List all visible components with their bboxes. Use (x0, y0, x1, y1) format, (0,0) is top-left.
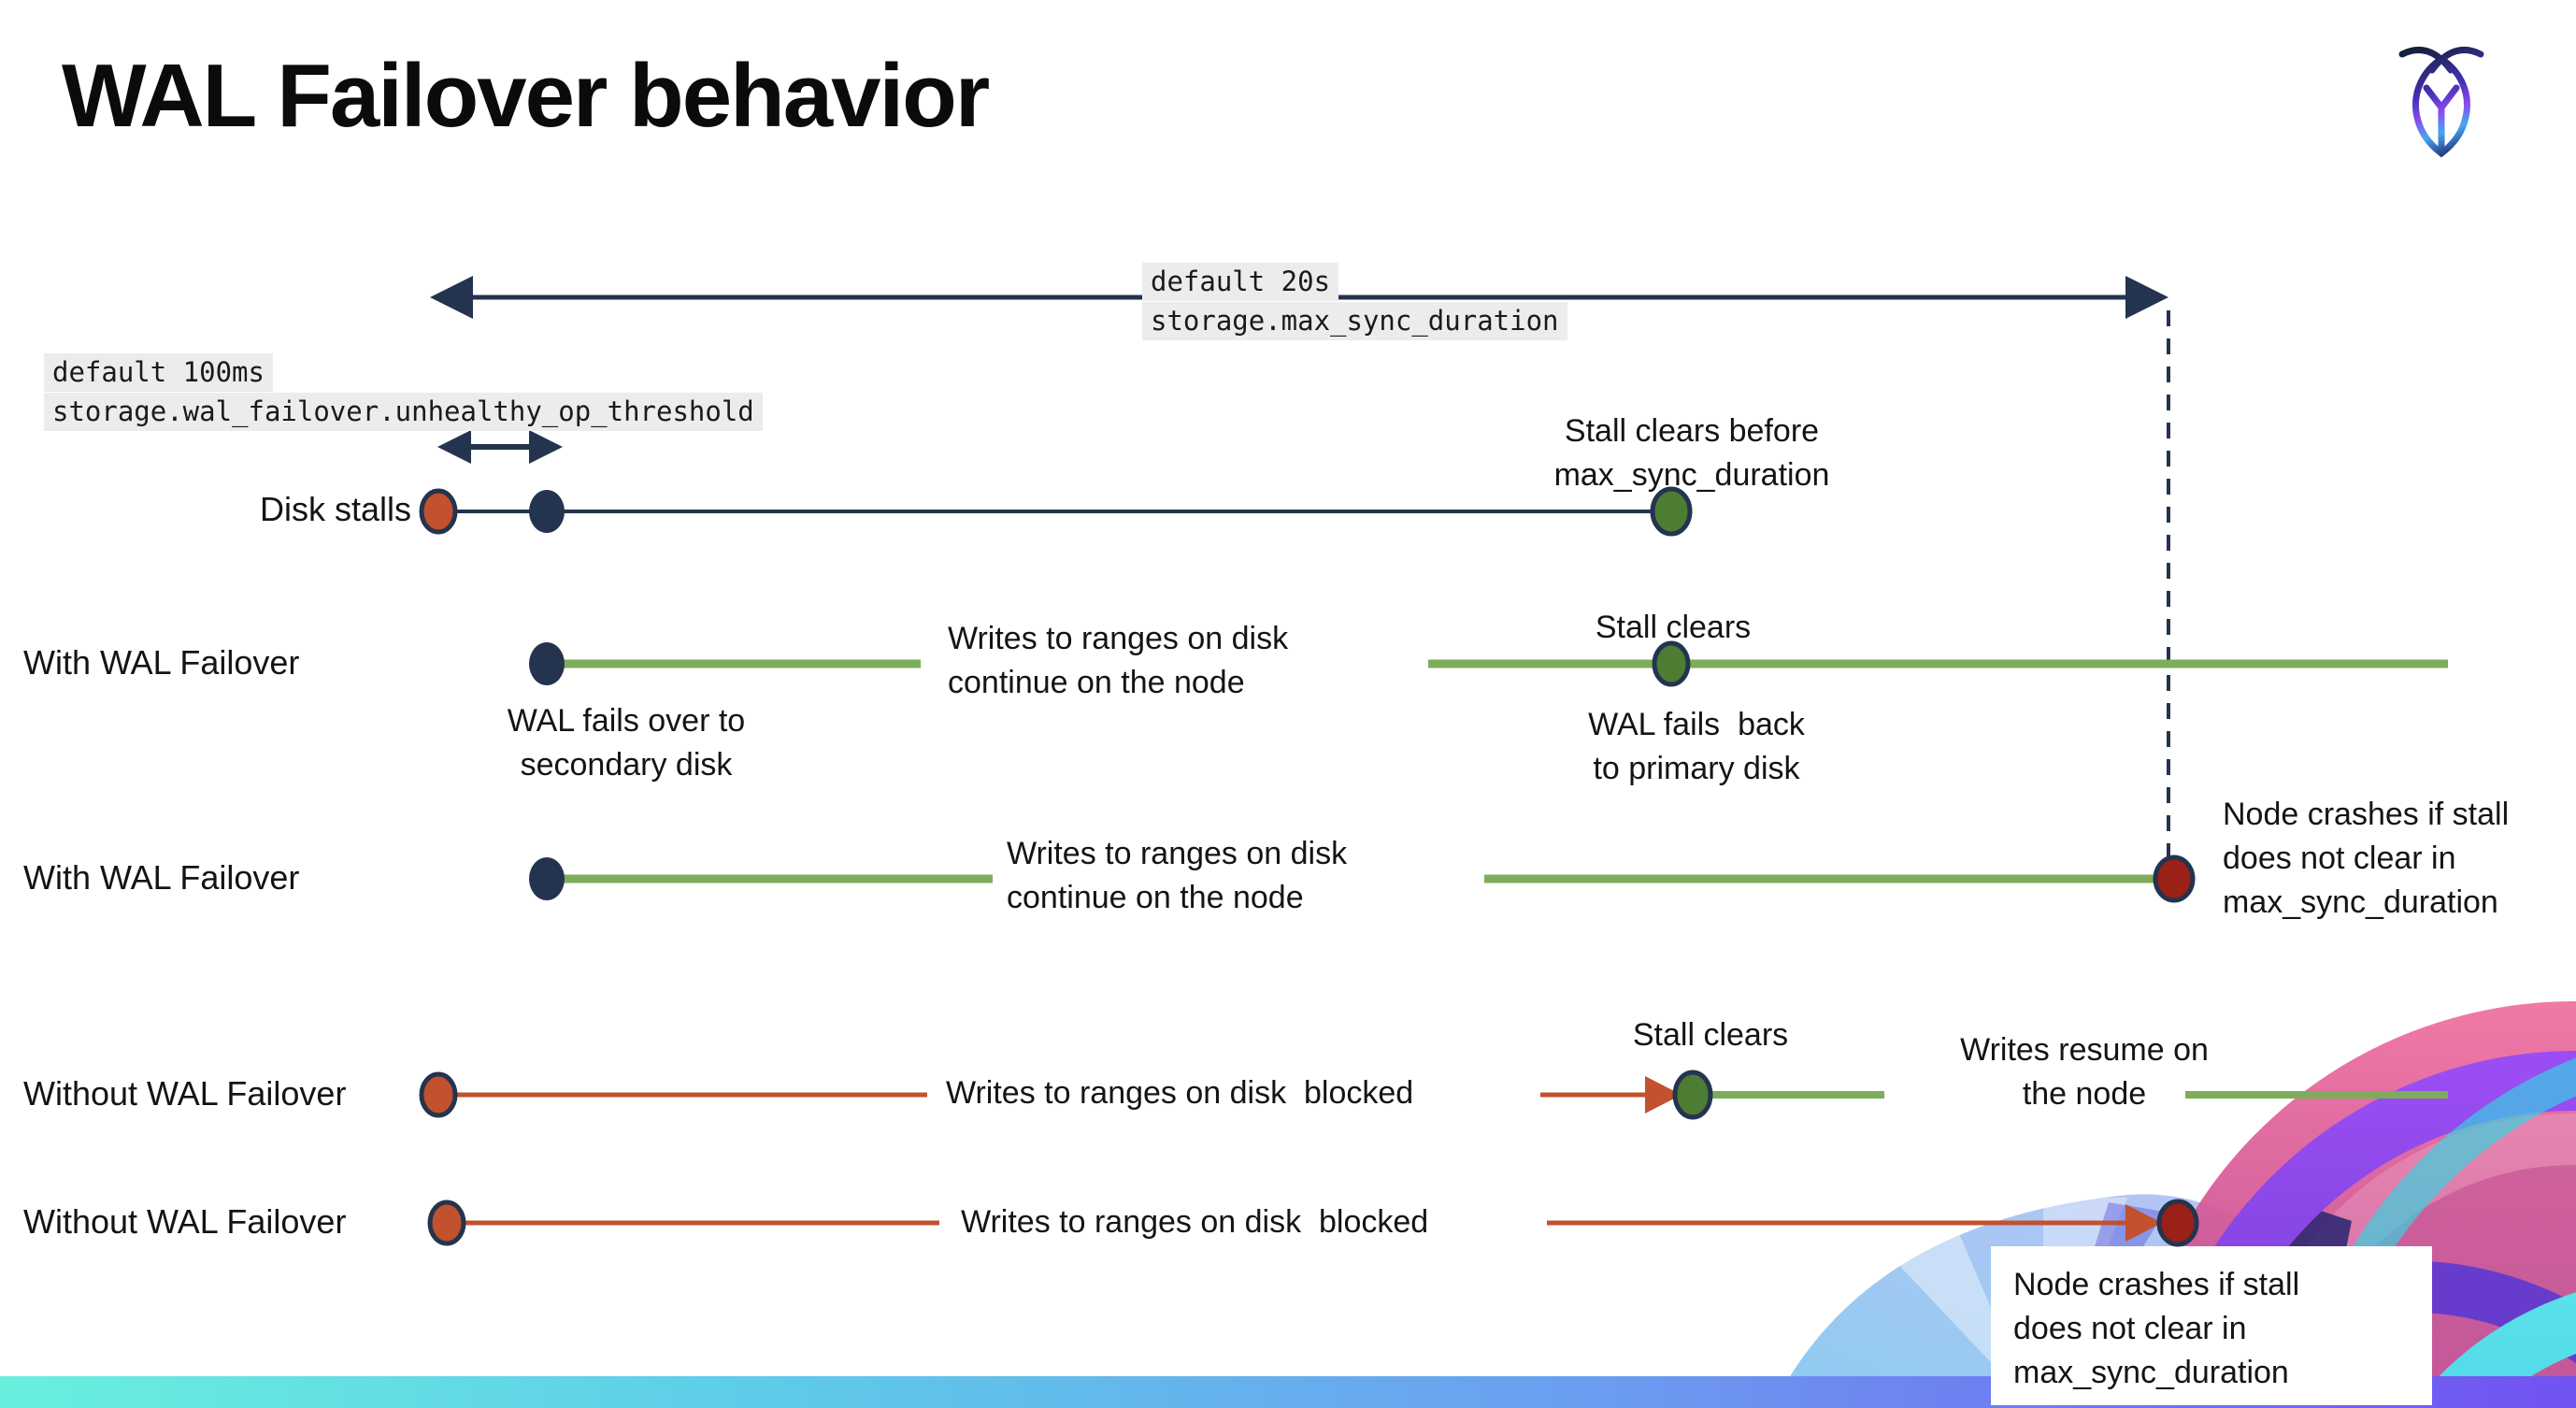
note-stall-clears-1: Stall clears (1595, 610, 1752, 645)
setting-max-sync-name: storage.max_sync_duration (1142, 302, 1567, 340)
row-label-with-wal-failover-1: With WAL Failover (23, 643, 300, 682)
arrowhead-left-icon (430, 276, 473, 319)
row-label-without-wal-failover-2: Without WAL Failover (23, 1202, 347, 1241)
note-stall-clears-before: Stall clears before max_sync_duration (1553, 413, 1830, 493)
note-node-crashes-with-failover: Node crashes if stall does not clear in … (2223, 797, 2510, 920)
note-writes-blocked-2: Writes to ranges on disk blocked (961, 1204, 1429, 1240)
row-label-with-wal-failover-2: With WAL Failover (23, 858, 300, 897)
note-writes-continue-1: Writes to ranges on disk continue on the… (948, 621, 1289, 700)
note-writes-blocked-1: Writes to ranges on disk blocked (946, 1075, 1414, 1111)
failover-trigger-dot (529, 490, 565, 533)
arrowhead-left-icon (437, 430, 471, 464)
stall-start-dot (419, 1071, 458, 1118)
row-label-without-wal-failover-1: Without WAL Failover (23, 1074, 347, 1113)
unhealthy-op-threshold-arrow (437, 430, 563, 464)
max-sync-setting-label: storage.max_sync_duration (1142, 302, 1567, 340)
note-stall-clears-2: Stall clears (1632, 1017, 1789, 1053)
failover-dot (529, 857, 565, 900)
setting-threshold-name: storage.wal_failover.unhealthy_op_thresh… (44, 393, 763, 431)
node-crash-callout-box: Node crashes if stall does not clear in … (1991, 1246, 2432, 1405)
threshold-setting-label: storage.wal_failover.unhealthy_op_thresh… (44, 393, 763, 431)
note-writes-resume: Writes resume on the node (1960, 1032, 2209, 1112)
timeline-with-failover-crash (529, 855, 2196, 903)
timeline-with-failover-clears (529, 640, 2448, 687)
failover-dot (529, 642, 565, 685)
row-label-disk-stalls: Disk stalls (259, 490, 411, 528)
node-crash-dot (2153, 855, 2196, 903)
setting-threshold-default: default 100ms (44, 353, 273, 392)
page-title: WAL Failover behavior (62, 46, 990, 146)
note-wal-fails-over: WAL fails over to secondary disk (507, 703, 746, 783)
note-node-crashes-without-failover: Node crashes if stall does not clear in … (2013, 1267, 2300, 1390)
threshold-default-label: default 100ms (44, 353, 273, 392)
note-writes-continue-2: Writes to ranges on disk continue on the… (1007, 836, 1348, 915)
note-wal-fails-back: WAL fails back to primary disk (1588, 707, 1805, 786)
max-sync-default-label: default 20s (1142, 263, 1339, 301)
arrowhead-right-icon (529, 430, 563, 464)
arrowhead-right-icon (2125, 276, 2168, 319)
stall-start-dot (427, 1200, 466, 1246)
stall-start-dot (419, 488, 458, 535)
setting-max-sync-default: default 20s (1142, 263, 1339, 301)
cockroachdb-logo-icon (2398, 47, 2484, 158)
